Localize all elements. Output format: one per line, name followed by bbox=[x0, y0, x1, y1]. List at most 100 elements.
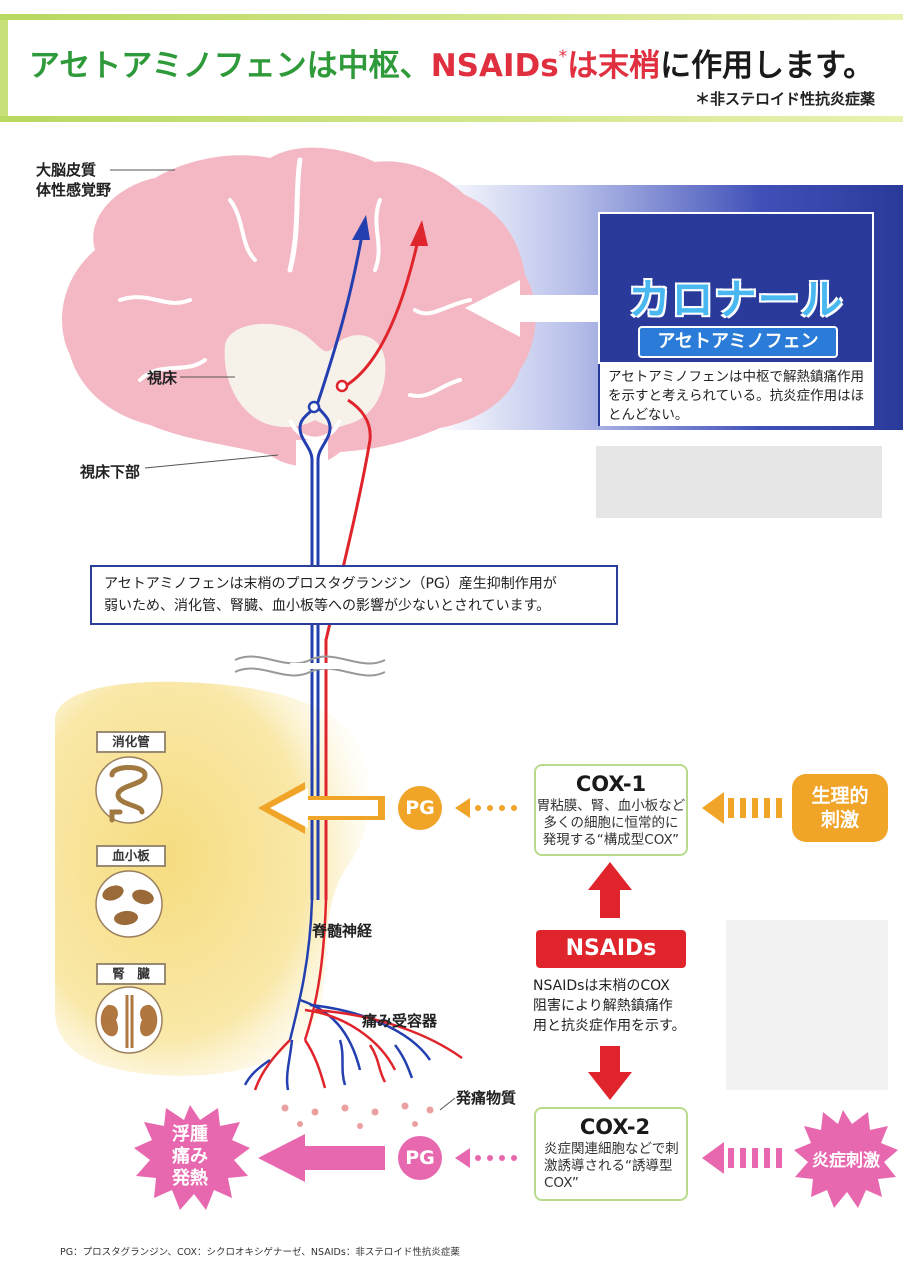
break-gap bbox=[290, 663, 338, 669]
branch-11 bbox=[243, 1058, 271, 1086]
pain-substance-dots bbox=[281, 1102, 434, 1129]
header-bar-top bbox=[0, 14, 903, 20]
orange-dashed-arrow-stimulus bbox=[702, 792, 782, 824]
inflammation-stimulus-label: 炎症刺激 bbox=[812, 1151, 880, 1171]
redacted-block-2 bbox=[726, 920, 888, 1090]
gi-icon bbox=[95, 756, 163, 824]
thalamus-label: 視床 bbox=[147, 369, 178, 387]
cox1-desc-line1: 胃粘膜、腎、血小板など bbox=[536, 798, 686, 814]
red-arrow-up bbox=[588, 862, 632, 918]
symptoms-starburst bbox=[134, 1105, 250, 1210]
product-description: アセトアミノフェンは中枢で解熱鎮痛作用を示すと考えられている。抗炎症作用はほとん… bbox=[608, 369, 865, 423]
break-mark-1 bbox=[234, 655, 386, 665]
page-footnote: PG：プロスタグランジン、COX：シクロオキシゲナーゼ、NSAIDs：非ステロイ… bbox=[60, 1247, 460, 1258]
product-description-box: アセトアミノフェンは中枢で解熱鎮痛作用を示すと考えられている。抗炎症作用はほとん… bbox=[598, 364, 874, 426]
branch-10 bbox=[394, 1044, 414, 1079]
pain-receptor-label: 痛み受容器 bbox=[362, 1012, 438, 1030]
inflammation-starburst bbox=[794, 1110, 898, 1208]
orange-dotted-arrow-pg bbox=[455, 798, 517, 818]
pink-big-arrow bbox=[258, 1134, 385, 1182]
symptom-edema: 浮腫 bbox=[172, 1124, 208, 1145]
cortex-label-line2: 体性感覚野 bbox=[36, 181, 112, 199]
branch-1 bbox=[299, 998, 362, 1071]
branch-2 bbox=[304, 1008, 397, 1071]
title-footnote: ＊非ステロイド性抗炎症薬 bbox=[694, 90, 875, 108]
brain-fold-3 bbox=[138, 358, 207, 382]
branch-8 bbox=[338, 1039, 347, 1086]
orange-big-arrow-inner bbox=[270, 788, 378, 828]
branch-blue-main bbox=[288, 899, 314, 1041]
kidney-icon bbox=[95, 986, 163, 1054]
pink-dotted-arrow-pg bbox=[455, 1148, 517, 1168]
header-bar-bottom bbox=[0, 116, 903, 122]
branch-9 bbox=[368, 1044, 387, 1083]
title-part-acetaminophen: アセトアミノフェンは中枢、 bbox=[28, 48, 431, 84]
organ-label-gi: 消化管 bbox=[96, 731, 166, 753]
red-synapse bbox=[335, 379, 349, 393]
pink-dashed-arrow-stimulus bbox=[702, 1142, 782, 1174]
nsaids-desc-line2: 阻害により解熱鎮痛作 bbox=[533, 998, 673, 1014]
hypothalamus-leader bbox=[144, 454, 279, 469]
brain-fold-2 bbox=[118, 295, 192, 305]
title-asterisk: * bbox=[558, 47, 568, 67]
cox2-title: COX-2 bbox=[579, 1115, 651, 1139]
pain-substance-leader bbox=[439, 1097, 456, 1111]
white-arrow bbox=[465, 280, 600, 337]
branch-3 bbox=[309, 1003, 432, 1061]
peripheral-info-box: アセトアミノフェンは末梢のプロスタグランジン（PG）産生抑制作用が 弱いため、消… bbox=[90, 565, 618, 625]
product-brand: カロナール bbox=[628, 275, 844, 324]
cox2-desc-line2: 激誘導される“誘導型 bbox=[544, 1158, 673, 1174]
redacted-block-1 bbox=[596, 446, 882, 518]
title-part-nsaids: NSAIDs bbox=[430, 48, 559, 84]
cortex-label-line1: 大脳皮質 bbox=[36, 161, 97, 179]
physiological-stimulus-badge: 生理的 刺激 bbox=[792, 774, 888, 842]
brain-shape bbox=[62, 147, 536, 466]
product-generic: アセトアミノフェン bbox=[638, 326, 838, 358]
brain-fold-6 bbox=[373, 198, 382, 272]
cox2-desc-line3: COX” bbox=[544, 1175, 579, 1191]
cox1-desc-line3: 発現する“構成型COX” bbox=[542, 832, 680, 848]
cox2-desc-line1: 炎症関連細胞などで刺 bbox=[544, 1141, 679, 1157]
symptom-fever: 発熱 bbox=[172, 1168, 208, 1189]
hypothalamus-label: 視床下部 bbox=[80, 463, 141, 481]
physiological-line1: 生理的 bbox=[811, 785, 869, 807]
spinal-nerve-label: 脊髄神経 bbox=[312, 922, 373, 940]
red-arrow-down bbox=[588, 1046, 632, 1100]
title-part-peripheral: は末梢 bbox=[567, 48, 661, 84]
branch-5 bbox=[253, 1039, 291, 1091]
brain-fold-1 bbox=[287, 157, 303, 273]
branch-7 bbox=[303, 1039, 327, 1089]
branch-red-main bbox=[303, 899, 328, 1041]
nsaids-desc-line1: NSAIDsは末梢のCOX bbox=[533, 978, 670, 994]
red-arrowhead bbox=[410, 220, 428, 246]
cox1-box: COX-1 胃粘膜、腎、血小板など 多くの細胞に恒常的に 発現する“構成型COX… bbox=[534, 764, 688, 856]
break-mark-2 bbox=[234, 667, 386, 677]
cox1-title: COX-1 bbox=[575, 772, 647, 796]
brain-fold-7 bbox=[408, 378, 462, 398]
cortex-label: 大脳皮質 体性感覚野 bbox=[36, 160, 111, 200]
title-part-act: に作用します。 bbox=[660, 48, 875, 84]
symptoms-label: 浮腫 痛み 発熱 bbox=[158, 1124, 222, 1190]
brain-inner-fold bbox=[288, 419, 342, 441]
blue-synapse bbox=[307, 400, 321, 414]
nsaids-badge: NSAIDs bbox=[536, 930, 686, 968]
platelet-icon bbox=[95, 870, 163, 938]
nsaids-desc-line3: 用と抗炎症作用を示す。 bbox=[533, 1018, 686, 1034]
pain-substance-label: 発痛物質 bbox=[456, 1089, 517, 1107]
cox2-box: COX-2 炎症関連細胞などで刺 激誘導される“誘導型 COX” bbox=[534, 1107, 688, 1201]
brain-fold-4 bbox=[413, 298, 472, 316]
thalamus-region bbox=[224, 323, 386, 428]
organ-label-platelet: 血小板 bbox=[96, 845, 166, 867]
organ-label-kidney: 腎 臓 bbox=[96, 963, 166, 985]
nsaids-description: NSAIDsは末梢のCOX 阻害により解熱鎮痛作 用と抗炎症作用を示す。 bbox=[533, 976, 703, 1036]
page-title: アセトアミノフェンは中枢、NSAIDs*は末梢に作用します。 bbox=[0, 40, 903, 85]
pg-circle-cox1: PG bbox=[398, 786, 442, 830]
peripheral-info-line2: 弱いため、消化管、腎臓、血小板等への影響が少ないとされています。 bbox=[104, 598, 551, 614]
brain-fold-5 bbox=[228, 198, 257, 262]
peripheral-info-line1: アセトアミノフェンは末梢のプロスタグランジン（PG）産生抑制作用が bbox=[104, 576, 557, 592]
red-nerve-upper bbox=[341, 239, 420, 390]
cox1-desc-line2: 多くの細胞に恒常的に bbox=[543, 815, 679, 831]
product-card: カロナール アセトアミノフェン bbox=[598, 212, 874, 364]
branch-4 bbox=[314, 1008, 463, 1060]
symptom-pain: 痛み bbox=[172, 1146, 208, 1167]
